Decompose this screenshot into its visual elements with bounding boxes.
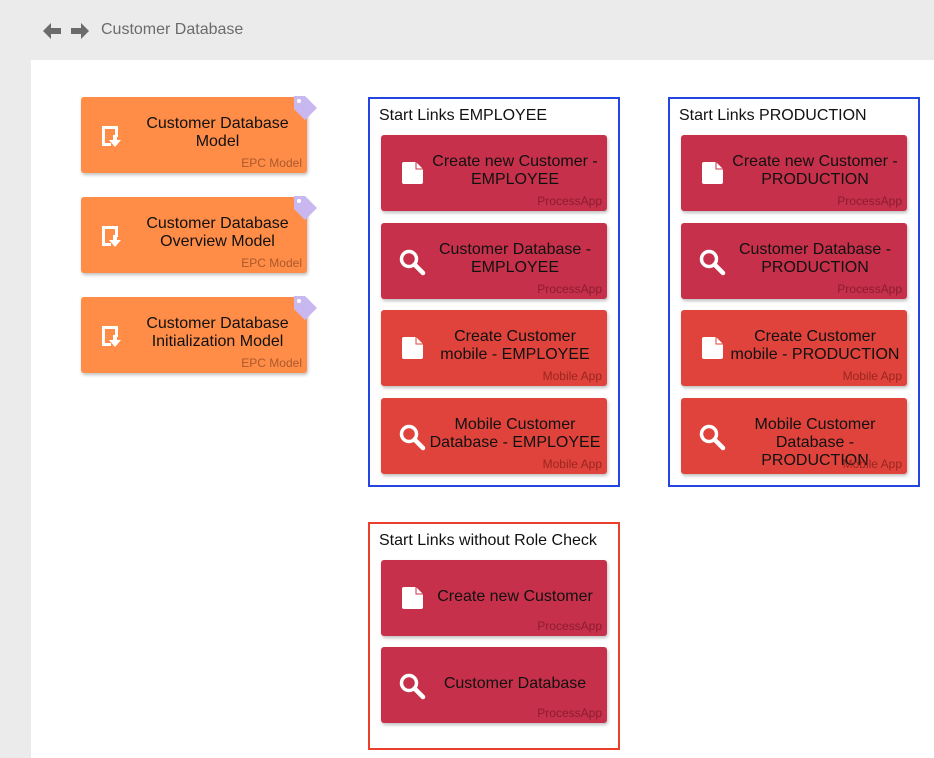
tile-title: Mobile Customer Database - EMPLOYEE — [429, 416, 601, 451]
tile-type-label: Mobile App — [542, 369, 602, 383]
tile-type-label: ProcessApp — [837, 282, 902, 296]
epc-model-icon — [102, 126, 121, 147]
group-title: Start Links without Role Check — [379, 532, 597, 549]
tile-title: Customer Database — [443, 675, 587, 692]
tile-title: Customer Database - PRODUCTION — [738, 241, 892, 276]
tile-title: Customer Database Initialization Model — [146, 315, 289, 350]
back-arrow-icon[interactable] — [41, 20, 63, 42]
epc-model-icon — [102, 226, 121, 247]
search-icon — [399, 424, 426, 451]
epc-model-tile[interactable]: Customer Database Initialization Model E… — [81, 296, 317, 373]
group-start-links-production[interactable]: Start Links PRODUCTION Create new Custom… — [668, 97, 920, 487]
tile-type-label: EPC Model — [241, 156, 302, 170]
process-app-tile[interactable]: Create new Customer - PRODUCTION Process… — [681, 135, 907, 211]
tile-type-label: EPC Model — [241, 356, 302, 370]
mobile-app-tile[interactable]: Mobile Customer Database - PRODUCTION Mo… — [681, 398, 907, 474]
process-app-tile[interactable]: Customer Database - PRODUCTION ProcessAp… — [681, 223, 907, 299]
epc-model-icon — [102, 326, 121, 347]
tile-type-label: Mobile App — [842, 369, 902, 383]
group-start-links-employee[interactable]: Start Links EMPLOYEE Create new Customer… — [368, 97, 620, 487]
search-icon — [699, 424, 726, 451]
tile-title: Create new Customer - EMPLOYEE — [432, 153, 598, 188]
tile-title: Create Customer mobile - EMPLOYEE — [440, 328, 590, 363]
tile-title: Customer Database - EMPLOYEE — [438, 241, 592, 276]
group-start-links-no-role-check[interactable]: Start Links without Role Check Create ne… — [368, 522, 620, 750]
document-icon — [402, 162, 423, 184]
group-title: Start Links EMPLOYEE — [379, 107, 548, 124]
tile-type-label: EPC Model — [241, 256, 302, 270]
process-app-tile[interactable]: Customer Database - EMPLOYEE ProcessApp — [381, 223, 607, 299]
process-app-tile[interactable]: Create new Customer - EMPLOYEE ProcessAp… — [381, 135, 607, 211]
tile-title: Customer Database Model — [146, 115, 289, 150]
process-app-tile[interactable]: Customer Database ProcessApp — [381, 647, 607, 723]
search-icon — [399, 249, 426, 276]
search-icon — [699, 249, 726, 276]
breadcrumb[interactable]: Customer Database — [101, 21, 244, 38]
epc-model-tile[interactable]: Customer Database Overview Model EPC Mod… — [81, 196, 317, 273]
mobile-app-tile[interactable]: Create Customer mobile - EMPLOYEE Mobile… — [381, 310, 607, 386]
tile-type-label: Mobile App — [842, 457, 902, 471]
tile-type-label: ProcessApp — [537, 619, 602, 633]
epc-model-tile[interactable]: Customer Database Model EPC Model — [81, 96, 317, 173]
process-app-tile[interactable]: Create new Customer ProcessApp — [381, 560, 607, 636]
group-title: Start Links PRODUCTION — [679, 107, 867, 124]
tag-icon[interactable] — [291, 294, 319, 322]
tile-title: Create Customer mobile - PRODUCTION — [730, 328, 900, 363]
tag-icon[interactable] — [291, 94, 319, 122]
tag-icon[interactable] — [291, 194, 319, 222]
document-icon — [702, 162, 723, 184]
model-canvas: Customer Database Model EPC Model Custom… — [31, 60, 934, 758]
document-icon — [402, 337, 423, 359]
tile-type-label: ProcessApp — [537, 706, 602, 720]
tile-title: Create new Customer — [437, 588, 593, 605]
tile-title: Create new Customer - PRODUCTION — [732, 153, 898, 188]
tile-title: Mobile Customer Database - PRODUCTION — [754, 416, 876, 469]
forward-arrow-icon[interactable] — [69, 20, 91, 42]
top-bar: Customer Database — [0, 0, 934, 60]
tile-type-label: ProcessApp — [837, 194, 902, 208]
mobile-app-tile[interactable]: Create Customer mobile - PRODUCTION Mobi… — [681, 310, 907, 386]
document-icon — [402, 587, 423, 609]
mobile-app-tile[interactable]: Mobile Customer Database - EMPLOYEE Mobi… — [381, 398, 607, 474]
tile-title: Customer Database Overview Model — [146, 215, 289, 250]
tile-type-label: ProcessApp — [537, 282, 602, 296]
search-icon — [399, 673, 426, 700]
tile-type-label: Mobile App — [542, 457, 602, 471]
document-icon — [702, 337, 723, 359]
tile-type-label: ProcessApp — [537, 194, 602, 208]
